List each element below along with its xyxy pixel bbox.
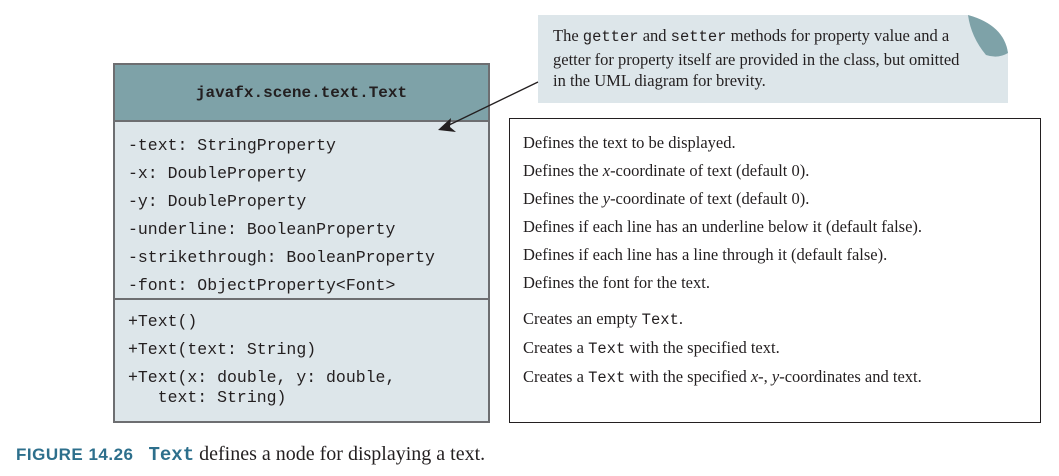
uml-attribute: -underline: BooleanProperty xyxy=(128,220,396,239)
uml-operation: +Text(text: String) xyxy=(128,340,317,359)
figure-caption: FIGURE 14.26 Text defines a node for dis… xyxy=(16,443,485,466)
uml-operation: +Text() xyxy=(128,312,198,331)
attribute-description: Defines if each line has an underline be… xyxy=(523,217,923,236)
uml-attribute: -font: ObjectProperty<Font> xyxy=(128,276,396,295)
attribute-description: Defines the y-coordinate of text (defaul… xyxy=(523,189,810,208)
uml-operations-section: +Text() +Text(text: String) +Text(x: dou… xyxy=(115,300,488,408)
attribute-description: Defines the x-coordinate of text (defaul… xyxy=(523,161,810,180)
note-text: The getter and setter methods for proper… xyxy=(553,26,960,90)
uml-attribute: -x: DoubleProperty xyxy=(128,164,307,183)
attribute-description: Defines the font for the text. xyxy=(523,273,710,292)
uml-class-name: javafx.scene.text.Text xyxy=(115,65,488,122)
uml-class-box: javafx.scene.text.Text -text: StringProp… xyxy=(113,63,490,423)
attribute-description: Defines the text to be displayed. xyxy=(523,133,736,152)
attribute-descriptions: Defines the text to be displayed. Define… xyxy=(510,119,1040,297)
caption-code: Text xyxy=(148,444,195,466)
operation-descriptions: Creates an empty Text. Creates a Text wi… xyxy=(510,297,1040,392)
operation-description: Creates an empty Text. xyxy=(523,309,684,329)
uml-attribute: -text: StringProperty xyxy=(128,136,336,155)
uml-operation-continuation: text: String) xyxy=(128,388,287,407)
operation-description: Creates a Text with the specified x-, y-… xyxy=(523,367,922,387)
note-callout: The getter and setter methods for proper… xyxy=(538,15,1008,103)
operation-description: Creates a Text with the specified text. xyxy=(523,338,780,358)
caption-text: defines a node for displaying a text. xyxy=(194,443,486,465)
uml-attribute: -strikethrough: BooleanProperty xyxy=(128,248,435,267)
figure-label: FIGURE 14.26 xyxy=(16,445,134,464)
uml-operation: +Text(x: double, y: double, xyxy=(128,368,396,387)
attribute-description: Defines if each line has a line through … xyxy=(523,245,888,264)
note-shape xyxy=(538,15,1008,103)
uml-attribute: -y: DoubleProperty xyxy=(128,192,307,211)
uml-attributes-section: -text: StringProperty -x: DoubleProperty… xyxy=(115,122,488,300)
description-box: Defines the text to be displayed. Define… xyxy=(509,118,1041,423)
